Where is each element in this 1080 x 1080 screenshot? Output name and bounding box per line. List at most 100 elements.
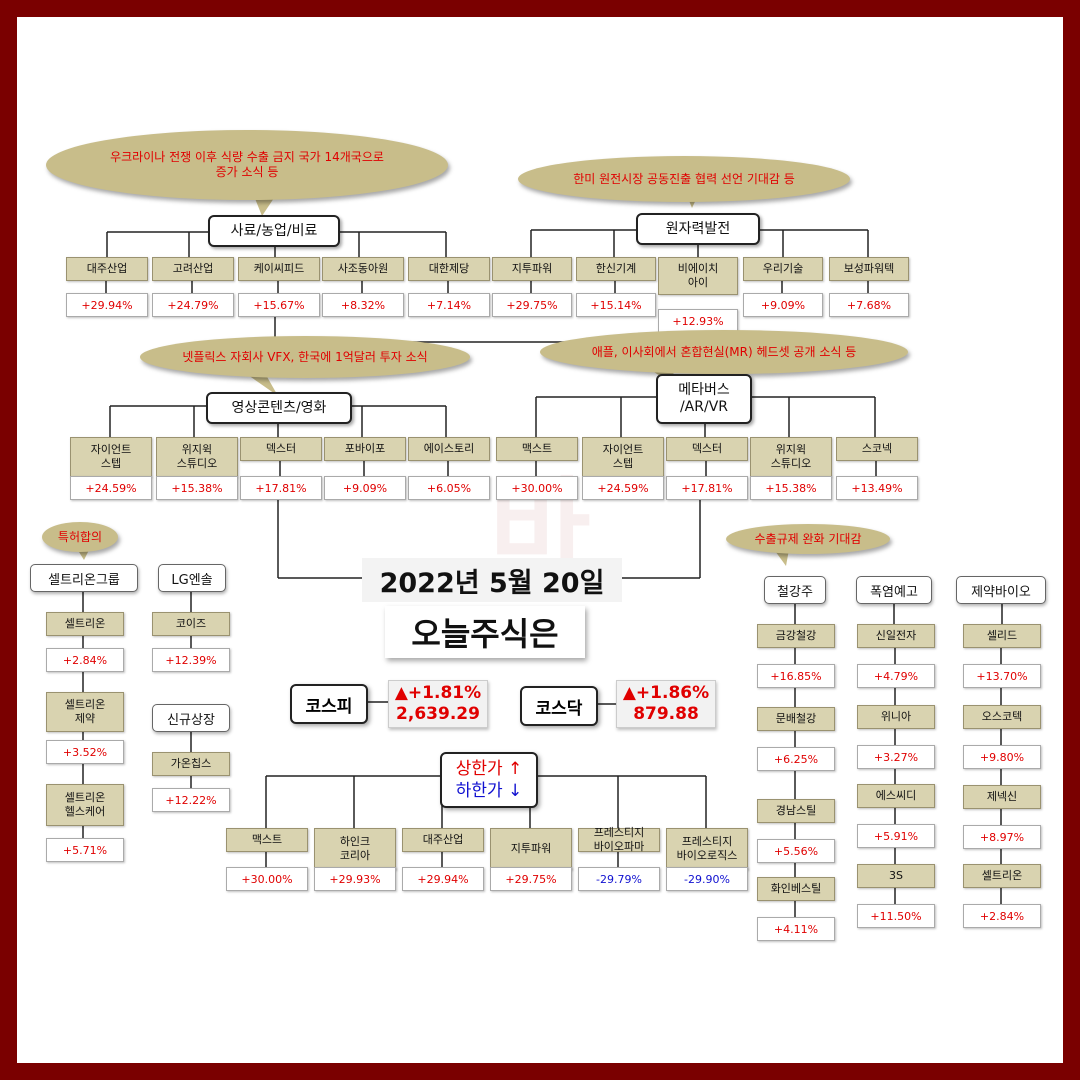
limit-stock-name: 대주산업	[402, 828, 484, 852]
kosdaq-value: 879.88	[633, 704, 699, 724]
metaverse-stock-name: 위지윅 스튜디오	[750, 437, 832, 477]
bio-stock-pct: +8.97%	[963, 825, 1041, 849]
kospi-change: ▲+1.81%	[394, 683, 482, 703]
content-stock-name: 자이언트 스텝	[70, 437, 152, 477]
lower-limit-label: 하한가 ↓	[455, 781, 523, 801]
kospi-label: 코스피	[290, 684, 368, 724]
heat-stock-name: 에스씨디	[857, 784, 935, 808]
content-stock-pct: +17.81%	[240, 476, 322, 500]
feed-news-bubble: 우크라이나 전쟁 이후 식량 수출 금지 국가 14개국으로 증가 소식 등	[46, 130, 448, 200]
bio-stock-name: 오스코텍	[963, 705, 1041, 729]
feed-stock-pct: +24.79%	[152, 293, 234, 317]
feed-stock-name: 대주산업	[66, 257, 148, 281]
content-stock-pct: +6.05%	[408, 476, 490, 500]
feed-stock-name: 케이씨피드	[238, 257, 320, 281]
steel-stock-name: 금강철강	[757, 624, 835, 648]
kospi-value: 2,639.29	[396, 704, 480, 724]
nuclear-stock-pct: +29.75%	[492, 293, 572, 317]
lgensol-stock-pct: +12.39%	[152, 648, 230, 672]
celltrion-stock-pct: +5.71%	[46, 838, 124, 862]
nuclear-stock-name: 우리기술	[743, 257, 823, 281]
celltrion-stock-pct: +2.84%	[46, 648, 124, 672]
steel-stock-pct: +16.85%	[757, 664, 835, 688]
bio-stock-name: 셀트리온	[963, 864, 1041, 888]
lgensol-category: LG엔솔	[158, 564, 226, 592]
limit-stock-pct: -29.79%	[578, 867, 660, 891]
content-stock-name: 에이스토리	[408, 437, 490, 461]
content-stock-pct: +9.09%	[324, 476, 406, 500]
celltrion-stock-pct: +3.52%	[46, 740, 124, 764]
metaverse-stock-pct: +15.38%	[750, 476, 832, 500]
heat-stock-pct: +3.27%	[857, 745, 935, 769]
nuclear-stock-pct: +12.93%	[658, 309, 738, 333]
celltrion-stock-name: 셀트리온 헬스케어	[46, 784, 124, 826]
nuclear-category: 원자력발전	[636, 213, 760, 245]
limit-stock-name: 하인크 코리아	[314, 828, 396, 870]
kospi-value-box: ▲+1.81% 2,639.29	[388, 680, 488, 728]
feed-stock-pct: +8.32%	[322, 293, 404, 317]
kosdaq-value-box: ▲+1.86% 879.88	[616, 680, 716, 728]
bio-category: 제약바이오	[956, 576, 1046, 604]
feed-stock-name: 사조동아원	[322, 257, 404, 281]
limit-stock-name: 프레스티지 바이오파마	[578, 826, 660, 853]
metaverse-stock-name: 스코넥	[836, 437, 918, 461]
limit-stock-name: 프레스티지 바이오로직스	[666, 828, 748, 870]
nuclear-stock-name: 지투파워	[492, 257, 572, 281]
celltrion-news-bubble: 특허합의	[42, 522, 118, 552]
content-stock-name: 덱스터	[240, 437, 322, 461]
feed-stock-name: 대한제당	[408, 257, 490, 281]
date-title: 2022년 5월 20일	[362, 558, 622, 602]
content-category: 영상콘텐츠/영화	[206, 392, 352, 424]
celltrion-stock-name: 셀트리온 제약	[46, 692, 124, 732]
ipo-stock-pct: +12.22%	[152, 788, 230, 812]
content-stock-name: 위지윅 스튜디오	[156, 437, 238, 477]
nuclear-stock-pct: +7.68%	[829, 293, 909, 317]
nuclear-stock-name: 비에이치 아이	[658, 257, 738, 295]
bio-stock-pct: +13.70%	[963, 664, 1041, 688]
limit-stock-pct: +29.93%	[314, 867, 396, 891]
steel-stock-name: 문배철강	[757, 707, 835, 731]
steel-stock-pct: +5.56%	[757, 839, 835, 863]
metaverse-stock-pct: +30.00%	[496, 476, 578, 500]
bio-stock-pct: +2.84%	[963, 904, 1041, 928]
kosdaq-label: 코스닥	[520, 686, 598, 726]
upper-limit-label: 상한가 ↑	[455, 759, 523, 779]
limit-stock-name: 맥스트	[226, 828, 308, 852]
heat-stock-pct: +11.50%	[857, 904, 935, 928]
steel-category: 철강주	[764, 576, 826, 604]
nuclear-stock-pct: +9.09%	[743, 293, 823, 317]
heat-stock-name: 위니아	[857, 705, 935, 729]
heat-stock-name: 신일전자	[857, 624, 935, 648]
heat-stock-name: 3S	[857, 864, 935, 888]
heat-stock-pct: +4.79%	[857, 664, 935, 688]
feed-category: 사료/농업/비료	[208, 215, 340, 247]
bio-stock-pct: +9.80%	[963, 745, 1041, 769]
content-stock-name: 포바이포	[324, 437, 406, 461]
nuclear-stock-name: 한신기계	[576, 257, 656, 281]
metaverse-news-bubble: 애플, 이사회에서 혼합현실(MR) 헤드셋 공개 소식 등	[540, 330, 908, 374]
lgensol-stock-name: 코이즈	[152, 612, 230, 636]
steel-news-bubble: 수출규제 완화 기대감	[726, 524, 890, 554]
metaverse-stock-name: 덱스터	[666, 437, 748, 461]
feed-stock-pct: +29.94%	[66, 293, 148, 317]
bio-stock-name: 제넥신	[963, 785, 1041, 809]
celltrion-category: 셀트리온그룹	[30, 564, 138, 592]
page-title: 오늘주식은	[385, 606, 585, 658]
limit-legend: 상한가 ↑ 하한가 ↓	[440, 752, 538, 808]
steel-stock-name: 경남스틸	[757, 799, 835, 823]
metaverse-stock-name: 맥스트	[496, 437, 578, 461]
limit-stock-pct: +30.00%	[226, 867, 308, 891]
steel-stock-pct: +4.11%	[757, 917, 835, 941]
heat-stock-pct: +5.91%	[857, 824, 935, 848]
nuclear-stock-pct: +15.14%	[576, 293, 656, 317]
steel-stock-pct: +6.25%	[757, 747, 835, 771]
bio-stock-name: 셀리드	[963, 624, 1041, 648]
metaverse-category: 메타버스 /AR/VR	[656, 374, 752, 424]
content-stock-pct: +15.38%	[156, 476, 238, 500]
content-news-bubble: 넷플릭스 자회사 VFX, 한국에 1억달러 투자 소식	[140, 336, 470, 378]
limit-stock-pct: -29.90%	[666, 867, 748, 891]
nuclear-news-bubble: 한미 원전시장 공동진출 협력 선언 기대감 등	[518, 156, 850, 202]
content-stock-pct: +24.59%	[70, 476, 152, 500]
kosdaq-change: ▲+1.86%	[622, 683, 710, 703]
celltrion-stock-name: 셀트리온	[46, 612, 124, 636]
